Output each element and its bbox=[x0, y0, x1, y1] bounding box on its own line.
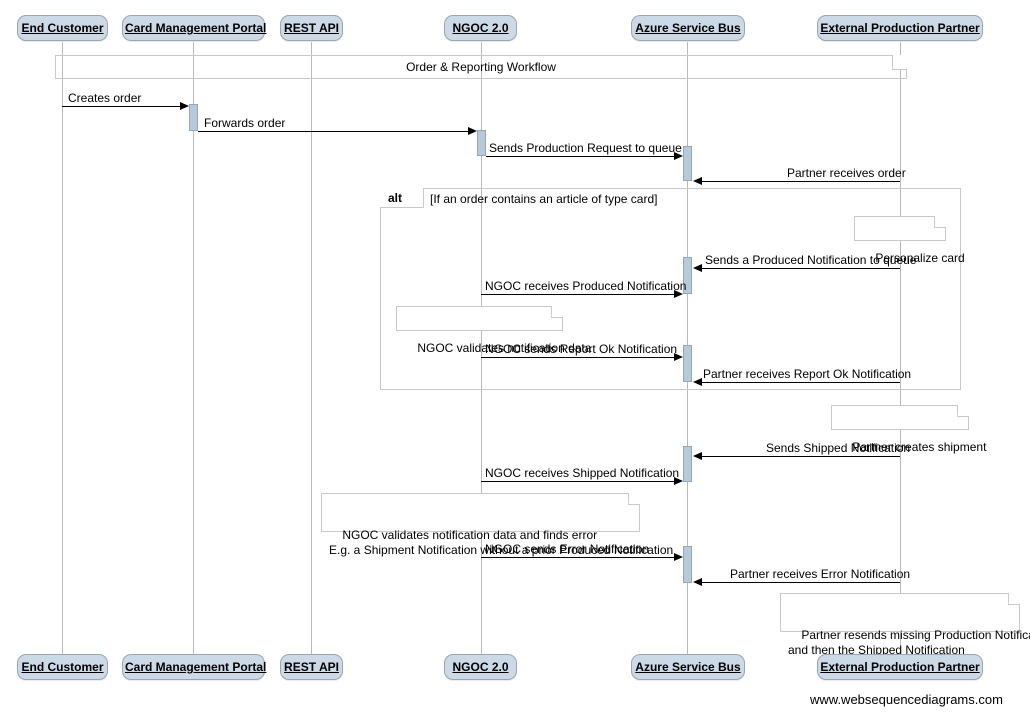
note-text: Partner creates shipment bbox=[852, 440, 987, 454]
activation-azure-1 bbox=[683, 146, 692, 181]
note-dogear-icon bbox=[934, 215, 946, 228]
message-label-partner-receives-error: Partner receives Error Notification bbox=[730, 567, 911, 581]
lifeline-ngoc bbox=[481, 42, 482, 654]
lifeline-rest-api bbox=[311, 42, 312, 654]
participant-rest-api-bottom[interactable]: REST API bbox=[280, 654, 343, 680]
arrowhead-right-icon bbox=[674, 553, 683, 561]
participant-label: Azure Service Bus bbox=[635, 660, 741, 674]
message-line-sends-production-request bbox=[486, 156, 675, 157]
message-label-ngoc-receives-shipped: NGOC receives Shipped Notification bbox=[485, 466, 680, 480]
message-line-partner-receives-order bbox=[701, 181, 900, 182]
fragment-alt-guard: [If an order contains an article of type… bbox=[430, 192, 658, 206]
fragment-alt bbox=[380, 188, 961, 390]
participant-label: REST API bbox=[284, 21, 339, 35]
arrowhead-left-icon bbox=[693, 264, 702, 272]
message-line-sends-shipped-notification bbox=[701, 456, 900, 457]
participant-label: Card Management Portal bbox=[125, 21, 267, 35]
message-label-ngoc-receives-produced: NGOC receives Produced Notification bbox=[485, 279, 687, 293]
note-personalize-card: Personalize card bbox=[854, 215, 965, 265]
fragment-alt-kind: alt bbox=[388, 191, 403, 205]
note-dogear-icon bbox=[1008, 592, 1020, 605]
message-label-forwards-order: Forwards order bbox=[204, 116, 286, 130]
participant-card-management-portal-top[interactable]: Card Management Portal bbox=[122, 15, 267, 41]
message-line-forwards-order bbox=[198, 131, 469, 132]
message-line-ngoc-receives-produced bbox=[481, 294, 675, 295]
arrowhead-right-icon bbox=[674, 477, 683, 485]
note-text: Partner resends missing Production Notif… bbox=[788, 628, 1030, 657]
lifeline-external-production-partner bbox=[900, 42, 901, 654]
note-partner-resends: Partner resends missing Production Notif… bbox=[780, 592, 1030, 657]
message-label-partner-receives-order: Partner receives order bbox=[787, 166, 906, 180]
arrowhead-right-icon bbox=[674, 290, 683, 298]
participant-ngoc-top[interactable]: NGOC 2.0 bbox=[444, 15, 517, 41]
participant-label: Azure Service Bus bbox=[635, 21, 741, 35]
participant-label: Card Management Portal bbox=[125, 660, 267, 674]
message-line-ngoc-sends-error bbox=[481, 557, 675, 558]
participant-label: External Production Partner bbox=[820, 660, 980, 674]
fragment-order-reporting-workflow bbox=[55, 54, 907, 79]
participant-label: External Production Partner bbox=[820, 21, 980, 35]
frame-fold-icon bbox=[892, 54, 907, 70]
fragment-title-fold-icon bbox=[411, 188, 423, 208]
lifeline-card-management-portal bbox=[193, 42, 194, 654]
note-text: Personalize card bbox=[875, 251, 965, 265]
message-label-creates-order: Creates order bbox=[68, 91, 142, 105]
message-line-partner-receives-error bbox=[701, 582, 900, 583]
participant-label: NGOC 2.0 bbox=[452, 660, 509, 674]
message-label-partner-receives-report-ok: Partner receives Report Ok Notification bbox=[703, 367, 912, 381]
message-line-creates-order bbox=[62, 106, 181, 107]
participant-ngoc-bottom[interactable]: NGOC 2.0 bbox=[444, 654, 517, 680]
message-label-sends-produced-notification: Sends a Produced Notification to queue bbox=[705, 253, 917, 267]
arrowhead-left-icon bbox=[693, 452, 702, 460]
message-line-partner-receives-report-ok bbox=[701, 382, 900, 383]
note-text: NGOC validates notification data bbox=[417, 341, 592, 355]
arrowhead-left-icon bbox=[693, 378, 702, 386]
message-label-sends-production-request: Sends Production Request to queue bbox=[489, 141, 682, 155]
note-dogear-icon bbox=[551, 305, 563, 318]
participant-end-customer-top[interactable]: End Customer bbox=[17, 15, 108, 41]
participant-azure-service-bus-bottom[interactable]: Azure Service Bus bbox=[631, 654, 745, 680]
participant-label: End Customer bbox=[21, 21, 104, 35]
note-partner-creates-shipment: Partner creates shipment bbox=[831, 404, 986, 454]
note-ngoc-validates-error: NGOC validates notification data and fin… bbox=[321, 492, 673, 557]
participant-label: End Customer bbox=[21, 660, 104, 674]
arrowhead-right-icon bbox=[674, 152, 683, 160]
message-label-ngoc-sends-report-ok: NGOC sends Report Ok Notification bbox=[485, 342, 678, 356]
note-dogear-icon bbox=[957, 404, 969, 417]
participant-azure-service-bus-top[interactable]: Azure Service Bus bbox=[631, 15, 745, 41]
participant-label: REST API bbox=[284, 660, 339, 674]
message-line-ngoc-receives-shipped bbox=[481, 481, 675, 482]
note-ngoc-validates: NGOC validates notification data bbox=[396, 305, 591, 355]
activation-azure-2 bbox=[683, 257, 692, 294]
arrowhead-right-icon bbox=[674, 353, 683, 361]
message-label-ngoc-sends-error: NGOC sends Error Notification bbox=[485, 542, 650, 556]
arrowhead-left-icon bbox=[693, 578, 702, 586]
note-dogear-icon bbox=[628, 492, 640, 505]
activation-azure-4 bbox=[683, 446, 692, 482]
activation-azure-3 bbox=[683, 345, 692, 382]
participant-rest-api-top[interactable]: REST API bbox=[280, 15, 343, 41]
fragment-workflow-label: Order & Reporting Workflow bbox=[406, 60, 556, 74]
fragment-alt-title: alt bbox=[380, 188, 424, 208]
message-line-sends-produced-notification bbox=[701, 268, 900, 269]
activation-card-management-portal bbox=[189, 104, 198, 131]
participant-card-management-portal-bottom[interactable]: Card Management Portal bbox=[122, 654, 267, 680]
participant-label: NGOC 2.0 bbox=[452, 21, 509, 35]
activation-ngoc-1 bbox=[477, 130, 486, 156]
footer-credit: www.websequencediagrams.com bbox=[810, 692, 1003, 707]
lifeline-end-customer bbox=[62, 42, 63, 654]
participant-external-production-partner-top[interactable]: External Production Partner bbox=[817, 15, 983, 41]
message-line-ngoc-sends-report-ok bbox=[481, 357, 675, 358]
arrowhead-right-icon bbox=[468, 127, 477, 135]
participant-end-customer-bottom[interactable]: End Customer bbox=[17, 654, 108, 680]
arrowhead-left-icon bbox=[693, 177, 702, 185]
participant-external-production-partner-bottom[interactable]: External Production Partner bbox=[817, 654, 983, 680]
note-text: NGOC validates notification data and fin… bbox=[329, 528, 674, 557]
activation-azure-5 bbox=[683, 546, 692, 583]
message-label-sends-shipped-notification: Sends Shipped Notification bbox=[766, 441, 911, 455]
arrowhead-right-icon bbox=[180, 102, 189, 110]
